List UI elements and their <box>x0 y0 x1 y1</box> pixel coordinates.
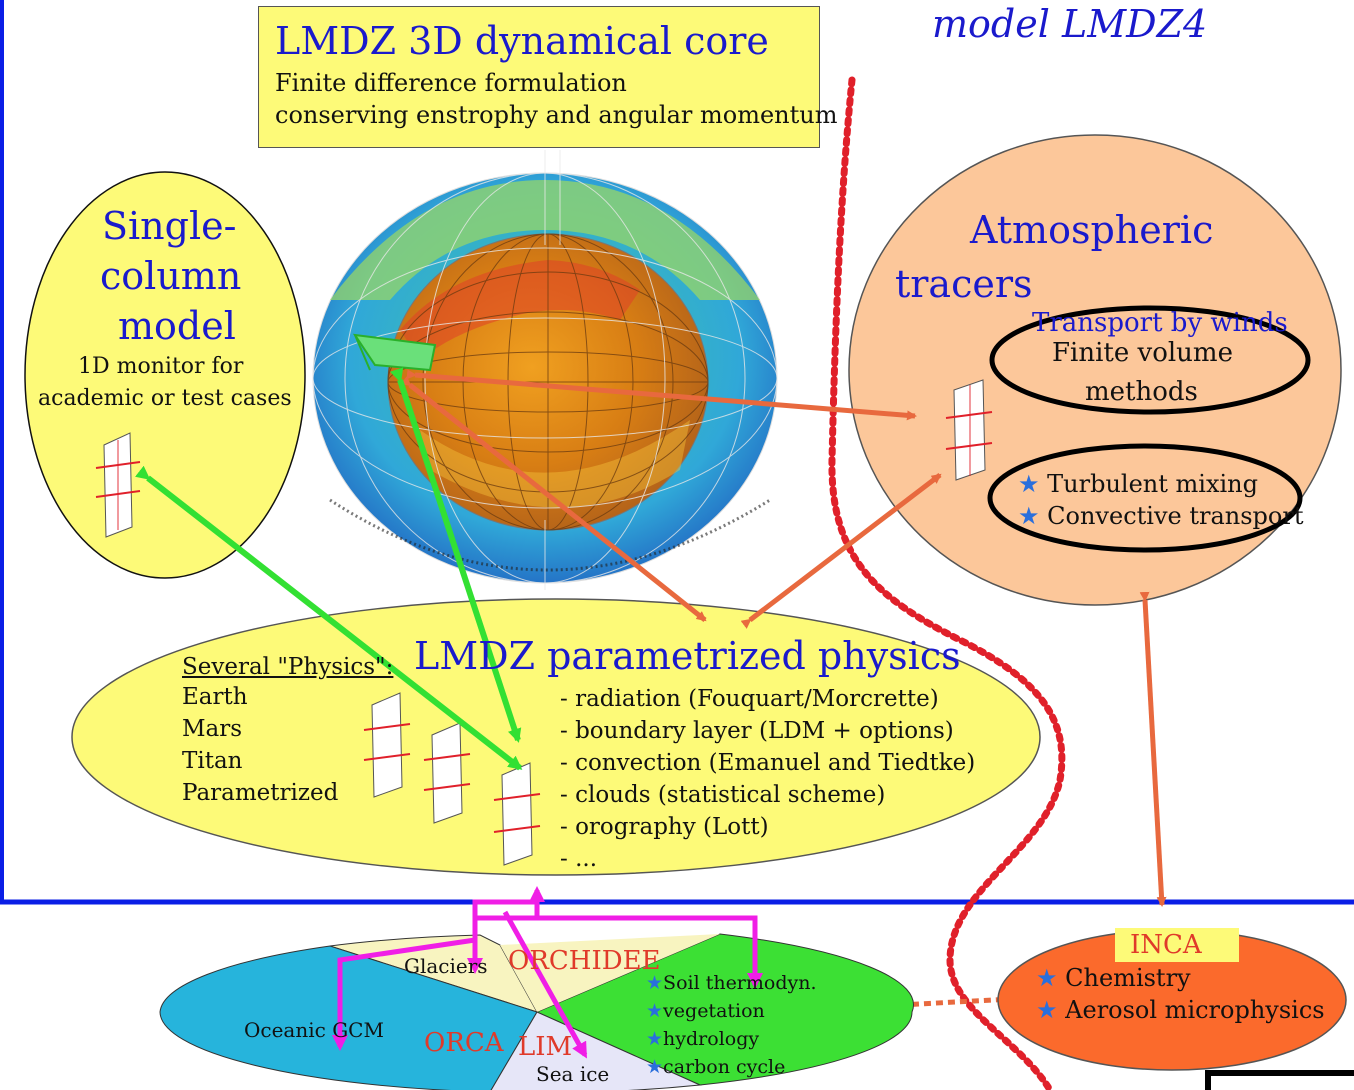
star-icon: ★ <box>646 1028 664 1050</box>
dynamical-core-box: LMDZ 3D dynamical core Finite difference… <box>258 6 838 148</box>
inca-title-box <box>1115 928 1239 962</box>
star-icon: ★ <box>646 1056 664 1078</box>
orchidee-item-soil: ★Soil thermodyn. <box>646 972 817 994</box>
inca-item-aerosol: ★ Aerosol microphysics <box>1036 996 1325 1024</box>
tracer-item-2: ★ Convective transport <box>1018 502 1304 530</box>
core-line-2: conserving enstrophy and angular momentu… <box>275 101 838 129</box>
lim-label: LIM <box>518 1032 573 1062</box>
column-icon-physics-3 <box>493 762 541 866</box>
glaciers-label: Glaciers <box>404 954 488 978</box>
tracers-circle <box>848 134 1342 606</box>
star-icon: ★ <box>1018 502 1040 530</box>
physics-title: LMDZ parametrized physics <box>414 634 961 678</box>
globe-illustration <box>312 150 778 590</box>
red-dotted-boundary <box>828 76 1066 1090</box>
orange-arrows <box>400 369 1167 1011</box>
physics-item-boundary-layer: - boundary layer (LDM + options) <box>560 718 954 744</box>
orchidee-item-vegetation: ★vegetation <box>646 1000 765 1022</box>
star-icon: ★ <box>646 972 664 994</box>
planet-mars: Mars <box>182 716 243 742</box>
planet-earth: Earth <box>182 684 248 710</box>
star-icon: ★ <box>1036 964 1058 992</box>
surface-ellipse <box>159 933 915 1090</box>
star-icon: ★ <box>1036 996 1058 1024</box>
core-title: LMDZ 3D dynamical core <box>275 19 769 63</box>
orchidee-label: ORCHIDEE <box>508 946 661 976</box>
transport-line-1: Finite volume <box>1052 338 1233 368</box>
core-line-1: Finite difference formulation <box>275 69 627 97</box>
magenta-arrows <box>332 886 763 1059</box>
tracer-item-1: ★ Turbulent mixing <box>1018 470 1258 498</box>
single-column-desc-1: 1D monitor for <box>78 354 244 379</box>
inca-item-chemistry: ★ Chemistry <box>1036 964 1191 992</box>
physics-item-radiation: - radiation (Fouquart/Morcrette) <box>560 686 939 712</box>
single-column-desc-2: academic or test cases <box>38 386 292 411</box>
green-arrows <box>135 367 523 771</box>
inca-title: INCA <box>1130 930 1202 960</box>
planet-titan: Titan <box>182 748 243 774</box>
transport-ellipse <box>989 305 1311 415</box>
physics-item-more: - ... <box>560 846 598 872</box>
transport-title: Transport by winds <box>1032 308 1288 338</box>
physics-item-convection: - convection (Emanuel and Tiedtke) <box>560 750 976 776</box>
planet-parametrized: Parametrized <box>182 780 339 806</box>
single-column-title-2: column <box>100 254 242 298</box>
orca-label: ORCA <box>424 1028 504 1058</box>
sea-ice-label: Sea ice <box>536 1062 610 1086</box>
mixing-ellipse <box>987 443 1303 553</box>
frame-lines <box>0 0 1354 905</box>
star-icon: ★ <box>1018 470 1040 498</box>
star-icon: ★ <box>646 1000 664 1022</box>
physics-item-clouds: - clouds (statistical scheme) <box>560 782 886 808</box>
transport-line-2: methods <box>1085 377 1198 407</box>
orchidee-item-carbon: ★carbon cycle <box>646 1056 786 1078</box>
column-icon-single <box>95 432 141 538</box>
single-column-title-3: model <box>118 304 236 348</box>
physics-item-orography: - orography (Lott) <box>560 814 769 840</box>
several-physics-label: Several "Physics": <box>182 654 394 680</box>
tracers-title-2: tracers <box>895 262 1033 306</box>
tracers-title-1: Atmospheric <box>970 208 1214 252</box>
column-icon-tracers <box>945 379 993 481</box>
orchidee-item-hydrology: ★hydrology <box>646 1028 760 1050</box>
oceanic-gcm-label: Oceanic GCM <box>244 1018 384 1042</box>
single-column-title-1: Single- <box>102 204 237 248</box>
model-title: model LMDZ4 <box>932 2 1208 46</box>
